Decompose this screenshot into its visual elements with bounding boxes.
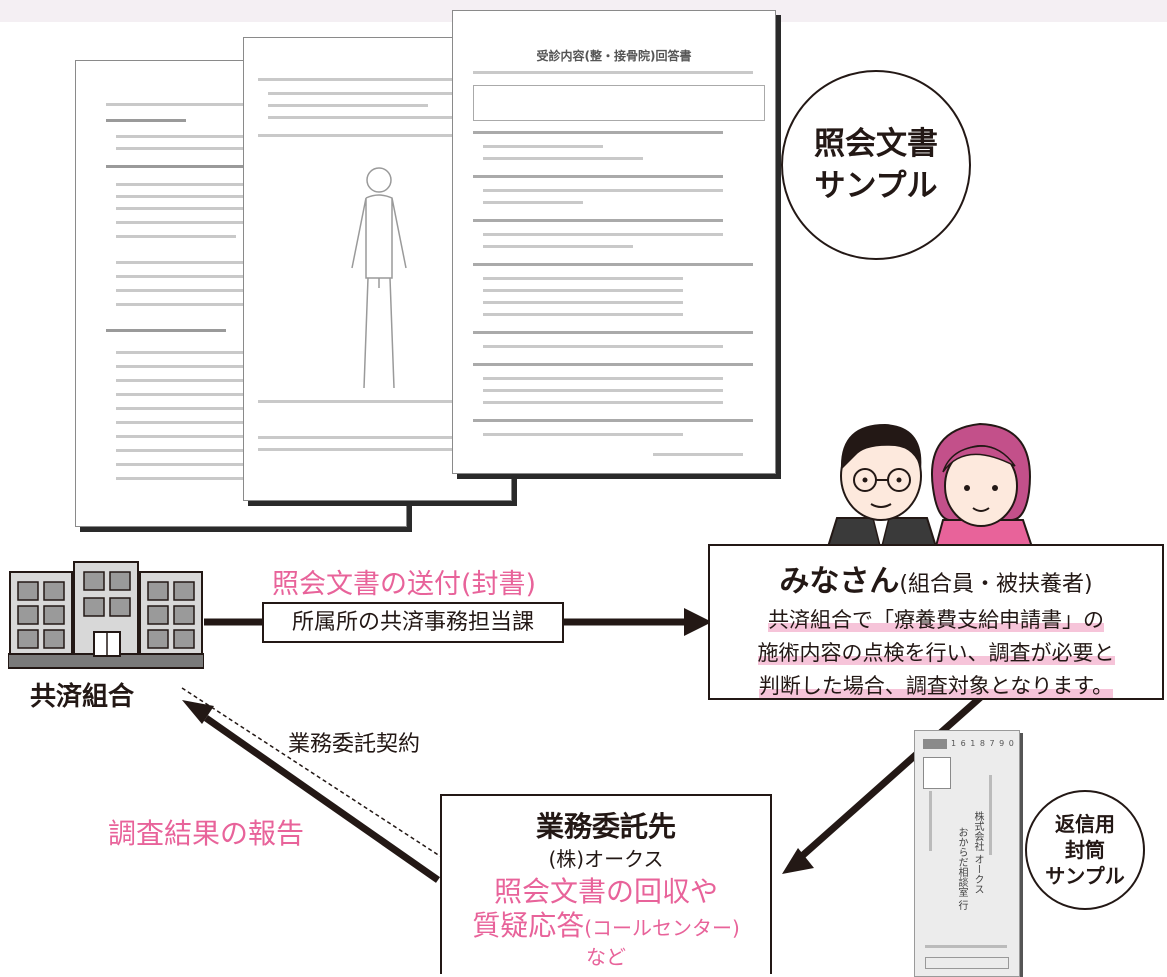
members-subtitle: (組合員・被扶養者) bbox=[899, 572, 1093, 597]
envelope-dept: おからだ相談室 行 bbox=[956, 827, 967, 911]
envelope-bubble-line1: 返信用 bbox=[1055, 812, 1115, 836]
man-icon bbox=[825, 424, 939, 550]
members-box: みなさん(組合員・被扶養者) 共済組合で「療養費支給申請書」の 施術内容の点検を… bbox=[708, 544, 1164, 700]
contract-label: 業務委託契約 bbox=[288, 732, 421, 757]
envelope-bubble: 返信用 封筒 サンプル bbox=[1025, 790, 1145, 910]
envelope-company: 株式会社 オークス bbox=[972, 811, 983, 895]
members-desc-2: 施術内容の点検を行い、調査が必要と bbox=[757, 641, 1115, 665]
envelope-postal-code: 1 6 1 8 7 9 0 bbox=[951, 739, 1015, 748]
contractor-role-2a: 質疑応答 bbox=[472, 909, 585, 942]
contractor-role-3: など bbox=[586, 945, 626, 969]
members-illustration bbox=[825, 422, 1035, 550]
return-envelope: 1 6 1 8 7 9 0 株式会社 オークス おからだ相談室 行 bbox=[914, 730, 1020, 977]
send-via-label: 所属所の共済事務担当課 bbox=[291, 610, 534, 635]
members-title: みなさん bbox=[779, 564, 900, 599]
members-desc-1: 共済組合で「療養費支給申請書」の bbox=[768, 608, 1104, 632]
sample-bubble-line2: サンプル bbox=[814, 168, 938, 204]
sample-bubble-line1: 照会文書 bbox=[814, 126, 938, 162]
send-via-box: 所属所の共済事務担当課 bbox=[262, 602, 564, 643]
members-desc-3: 判断した場合、調査対象となります。 bbox=[758, 674, 1114, 698]
contractor-role-1: 照会文書の回収や bbox=[493, 875, 718, 908]
contractor-title: 業務委託先 bbox=[535, 810, 676, 843]
contractor-box: 業務委託先 (株)オークス 照会文書の回収や 質疑応答(コールセンター) など bbox=[440, 794, 772, 974]
send-label: 照会文書の送付(封書) bbox=[272, 569, 537, 600]
contractor-company: (株)オークス bbox=[548, 847, 664, 871]
sample-document-title: 受診内容(整・接骨院)回答書 bbox=[536, 49, 692, 63]
woman-icon bbox=[931, 422, 1035, 550]
building-icon bbox=[8, 561, 204, 669]
contractor-role-2b: (コールセンター) bbox=[584, 916, 740, 940]
envelope-bubble-line2: 封筒 bbox=[1065, 838, 1105, 862]
envelope-bubble-line3: サンプル bbox=[1045, 864, 1125, 888]
sample-documents-bubble: 照会文書 サンプル bbox=[781, 70, 971, 260]
sample-document-front: 受診内容(整・接骨院)回答書 bbox=[452, 10, 776, 474]
report-label: 調査結果の報告 bbox=[108, 817, 305, 850]
union-label: 共済組合 bbox=[30, 682, 135, 712]
body-diagram-icon bbox=[351, 167, 407, 389]
